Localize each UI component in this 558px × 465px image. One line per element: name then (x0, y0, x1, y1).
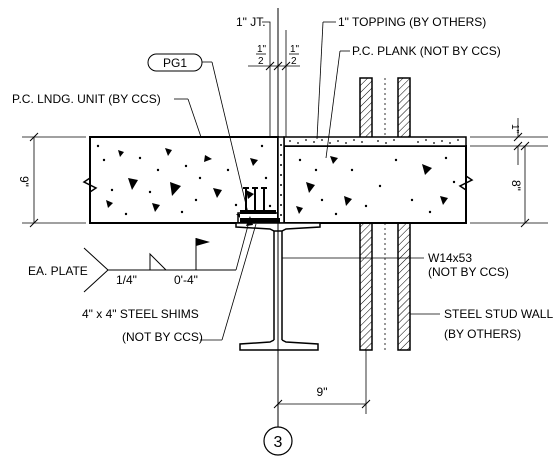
grouted-joint (277, 136, 285, 224)
half-inch-right-denominator: 2 (291, 56, 297, 67)
gridline-bubble-label: 3 (274, 434, 283, 451)
wall-label-line1: STEEL STUD WALL (444, 307, 553, 321)
plank-label: P.C. PLANK (NOT BY CCS) (352, 44, 501, 58)
pg1-tag: PG1 (147, 53, 249, 214)
precast-plank (283, 145, 474, 224)
plank-depth-dimension: 8" (470, 141, 548, 228)
wall-leader: STEEL STUD WALL (BY OTHERS) (410, 307, 553, 341)
half-inch-right-numerator: 1" (290, 44, 300, 55)
shims-label-line1: 4" x 4" STEEL SHIMS (82, 307, 199, 321)
weld-note-label: EA. PLATE (28, 264, 88, 278)
concrete-topping (283, 136, 467, 147)
weld-symbol: EA. PLATE 1/4" 0'-4" (28, 216, 253, 293)
gridline-3: 3 (263, 8, 293, 456)
plank-depth-label: 8" (509, 180, 523, 191)
shims-leader: 4" x 4" STEEL SHIMS (NOT BY CCS) (82, 223, 257, 344)
half-inch-left-denominator: 2 (258, 56, 264, 67)
wall-offset-label: 9" (317, 385, 328, 399)
landing-depth-dimension: 9" (17, 132, 86, 228)
concrete-aggregate-right (296, 156, 456, 216)
landing-unit-leader: P.C. LNDG. UNIT (BY CCS) (12, 92, 202, 138)
steel-shims (240, 218, 280, 223)
beam-leader: W14x53 (NOT BY CCS) (282, 251, 509, 279)
pg1-label: PG1 (163, 56, 187, 70)
weld-size-label: 1/4" (116, 273, 137, 287)
beam-label-line1: W14x53 (428, 251, 472, 265)
wall-offset-dimension: 9" (273, 350, 371, 414)
joint-label: 1" JT. (236, 15, 266, 29)
concrete-aggregate-left (96, 144, 272, 216)
weld-length-label: 0'-4" (174, 273, 198, 287)
landing-unit-label: P.C. LNDG. UNIT (BY CCS) (12, 92, 161, 106)
topping-thickness-dimension: 1" (470, 118, 548, 165)
plank-leader: P.C. PLANK (NOT BY CCS) (325, 44, 501, 159)
shims-label-line2: (NOT BY CCS) (122, 330, 203, 344)
joint-dimension: 1" JT. 1" 2 1" 2 (236, 15, 300, 137)
topping-label: 1" TOPPING (BY OTHERS) (338, 15, 486, 29)
beam-label-line2: (NOT BY CCS) (428, 265, 509, 279)
landing-depth-label: 9" (17, 176, 31, 187)
wall-label-line2: (BY OTHERS) (444, 327, 521, 341)
topping-dimension-label: 1" (509, 124, 520, 134)
half-inch-left-numerator: 1" (257, 44, 267, 55)
topping-leader: 1" TOPPING (BY OTHERS) (316, 15, 486, 140)
